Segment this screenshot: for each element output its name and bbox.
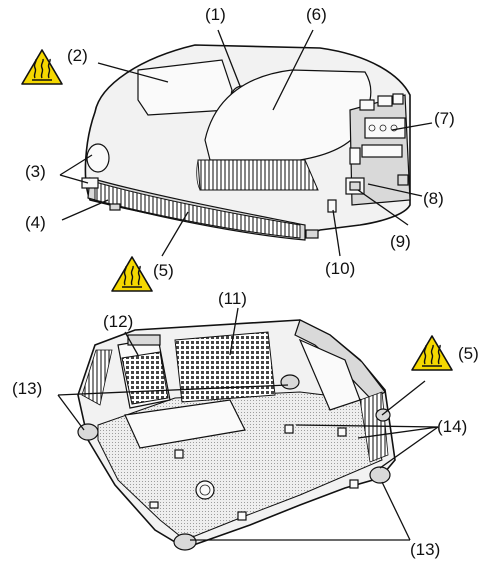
projector-bottom-view — [77, 319, 396, 551]
callout-label-2: (2) — [67, 46, 88, 65]
callout-label-8: (8) — [423, 189, 444, 208]
callout-label-13: (13) — [12, 379, 43, 398]
callout-label-6: (6) — [306, 5, 327, 24]
callout-label-5: (5) — [153, 261, 174, 280]
callout-label-14: (14) — [437, 417, 468, 436]
callout-label-7: (7) — [434, 109, 455, 128]
projector-top-view — [81, 44, 411, 241]
callout-label-13: (13) — [410, 540, 441, 559]
callout-label-4: (4) — [25, 213, 46, 232]
callout-label-10: (10) — [325, 259, 356, 278]
leader-lines — [57, 29, 439, 541]
callout-label-9: (9) — [390, 232, 411, 251]
hot-surface-warning-icon — [111, 256, 153, 292]
hot-surface-warning-icon — [411, 335, 453, 371]
callout-label-11: (11) — [218, 289, 247, 308]
callout-label-5: (5) — [458, 344, 479, 363]
callout-label-3: (3) — [25, 162, 46, 181]
callout-label-1: (1) — [205, 5, 226, 24]
callout-label-12: (12) — [103, 312, 134, 331]
hot-surface-warning-icon — [21, 49, 63, 85]
